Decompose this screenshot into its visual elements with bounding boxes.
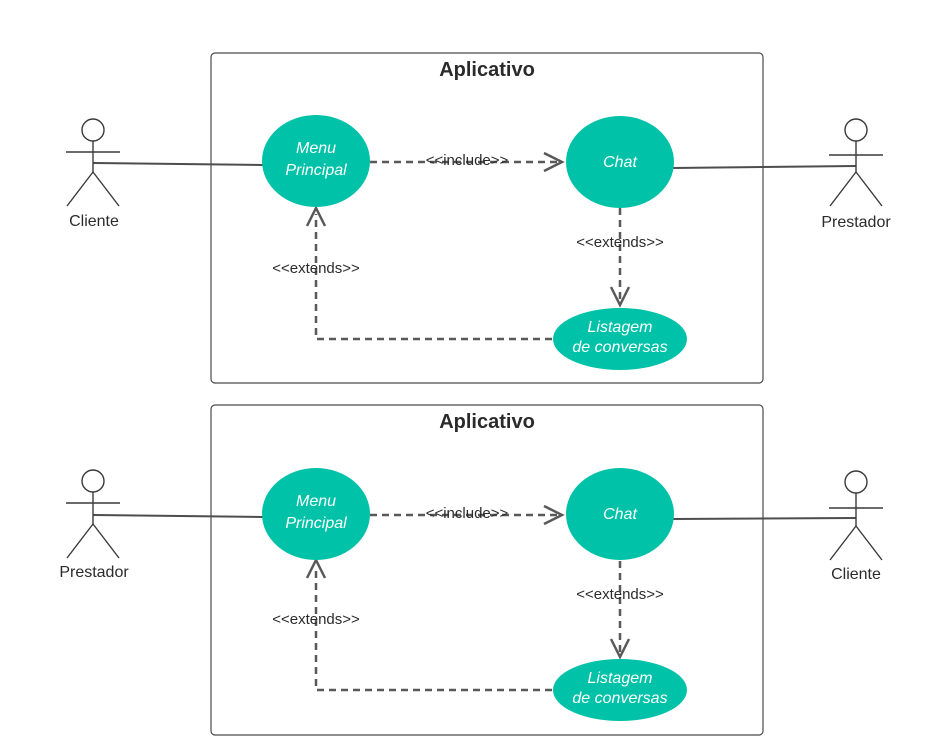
extends-label-chat-listagem: <<extends>> [576, 234, 664, 251]
use-case-diagram-1: Aplicativo <<include>> <<extends>> <<ext… [66, 52, 891, 384]
usecase-listagem-de-conversas: Listagem de conversas [553, 659, 687, 721]
usecase-label-line2: de conversas [572, 690, 667, 707]
usecase-label-line2: de conversas [572, 339, 667, 356]
stick-figure-icon [829, 118, 883, 207]
usecase-menu-principal: Menu Principal [262, 468, 370, 560]
include-arrowhead [543, 504, 565, 526]
usecase-menu-principal: Menu Principal [262, 115, 370, 207]
usecase-label-line2: Principal [285, 515, 347, 532]
actor-left: Prestador [59, 469, 129, 581]
usecase-label-line1: Menu [296, 493, 336, 510]
stick-figure-icon [66, 469, 120, 559]
extends-connector-listagem-menu [314, 566, 552, 692]
include-arrowhead [543, 151, 565, 173]
usecase-shape [262, 468, 370, 560]
extends-label-listagem-menu: <<extends>> [272, 260, 360, 277]
stick-figure-icon [829, 470, 883, 561]
actor-name: Cliente [69, 213, 119, 230]
usecase-chat: Chat [566, 116, 674, 208]
usecase-label-line1: Listagem [588, 319, 653, 336]
system-title: Aplicativo [439, 59, 535, 81]
actor-name: Prestador [821, 214, 891, 231]
use-case-diagram-2: Aplicativo <<include>> <<extends>> <<ext… [59, 404, 883, 736]
usecase-shape [553, 659, 687, 721]
actor-name: Cliente [831, 566, 881, 583]
association-left-actor-menu [92, 162, 264, 166]
extends-connector-listagem-menu [314, 214, 552, 341]
actor-right: Prestador [821, 118, 891, 231]
usecase-label-line2: Principal [285, 162, 347, 179]
extends-arrowhead-menu [305, 205, 327, 227]
usecase-label: Chat [603, 154, 637, 171]
usecase-label-line1: Listagem [588, 670, 653, 687]
extends-label-listagem-menu: <<extends>> [272, 611, 360, 628]
usecase-shape [262, 115, 370, 207]
usecase-chat: Chat [566, 468, 674, 560]
extends-arrowhead-listagem [609, 638, 631, 660]
usecase-listagem-de-conversas: Listagem de conversas [553, 308, 687, 370]
stick-figure-icon [66, 118, 120, 207]
association-chat-right-actor [672, 165, 857, 169]
usecase-shape [566, 468, 674, 560]
include-label: <<include>> [426, 505, 509, 522]
actor-left: Cliente [66, 118, 120, 230]
usecase-shape [553, 308, 687, 370]
association-chat-right-actor [672, 517, 857, 520]
include-label: <<include>> [426, 152, 509, 169]
usecase-label: Chat [603, 506, 637, 523]
association-left-actor-menu [92, 514, 264, 518]
usecase-label-line1: Menu [296, 140, 336, 157]
system-title: Aplicativo [439, 411, 535, 433]
usecase-shape [566, 116, 674, 208]
actor-name: Prestador [59, 564, 129, 581]
actor-right: Cliente [829, 470, 883, 583]
extends-arrowhead-listagem [609, 286, 631, 308]
extends-label-chat-listagem: <<extends>> [576, 586, 664, 603]
